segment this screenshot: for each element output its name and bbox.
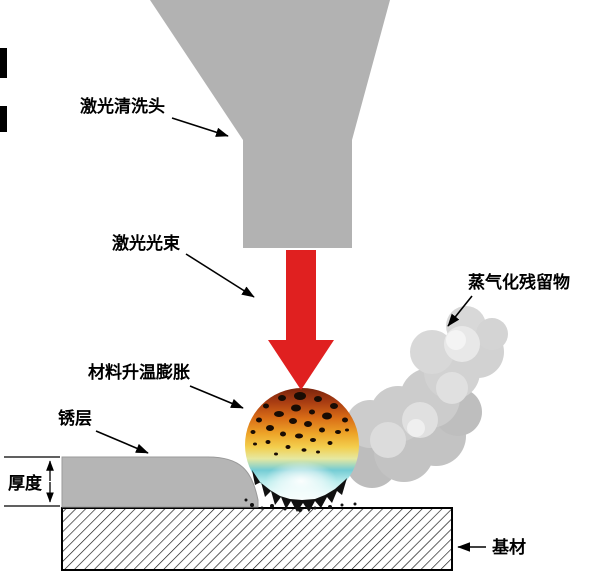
debris-fringe bbox=[252, 470, 347, 512]
edge-marks bbox=[0, 48, 7, 132]
arrow-to-beam bbox=[185, 253, 255, 298]
rust-layer-shape bbox=[61, 456, 259, 508]
laser-cleaning-head-shape bbox=[150, 0, 390, 248]
head-funnel bbox=[150, 0, 390, 140]
label-material-expansion: 材料升温膨胀 bbox=[88, 362, 190, 383]
label-vapor-residue: 蒸气化残留物 bbox=[468, 272, 570, 293]
arrow-to-head bbox=[171, 117, 229, 137]
label-thickness: 厚度 bbox=[8, 473, 43, 494]
vapor-smoke-cloud bbox=[346, 306, 508, 488]
dark-spots bbox=[250, 392, 349, 456]
callout-arrows bbox=[95, 117, 486, 552]
laser-beam-arrow bbox=[268, 250, 334, 390]
labels: 激光清洗头 激光光束 蒸气化残留物 材料升温膨胀 锈层 厚度 基材 bbox=[8, 96, 570, 558]
label-laser-head: 激光清洗头 bbox=[80, 96, 165, 117]
thickness-dimension bbox=[4, 456, 60, 507]
arrow-to-rust bbox=[95, 430, 149, 454]
debris-specks bbox=[244, 498, 357, 512]
head-nozzle-column bbox=[243, 138, 352, 248]
label-laser-beam: 激光光束 bbox=[112, 233, 180, 254]
label-substrate: 基材 bbox=[491, 537, 526, 558]
label-rust-layer: 锈层 bbox=[58, 408, 92, 429]
arrow-to-vapor bbox=[447, 295, 473, 327]
substrate-shape bbox=[61, 507, 453, 571]
heated-material-ball bbox=[244, 388, 359, 512]
arrow-to-material bbox=[189, 385, 244, 409]
